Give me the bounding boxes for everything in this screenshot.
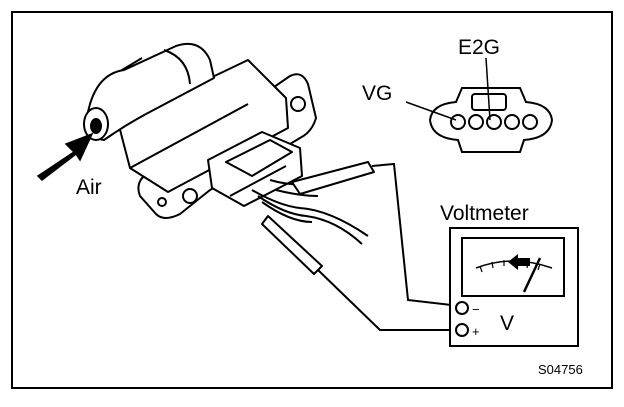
label-vg: VG — [362, 82, 392, 105]
connector-pinout — [428, 87, 554, 153]
arrow-icon — [36, 132, 94, 181]
voltmeter — [449, 227, 579, 347]
wire-harness — [251, 179, 369, 245]
figure-code: S04756 — [538, 362, 583, 377]
airflow-arrow — [36, 132, 94, 181]
pin-5 — [522, 114, 538, 130]
terminal-minus-label: − — [472, 302, 480, 317]
pin-1 — [450, 114, 466, 130]
figure-frame — [11, 11, 613, 389]
label-voltmeter: Voltmeter — [440, 202, 529, 225]
needle-icon — [522, 257, 542, 293]
test-leads — [317, 162, 461, 331]
terminal-plus — [455, 323, 469, 337]
pin-leaders — [405, 57, 491, 121]
label-e2g: E2G — [458, 36, 500, 59]
meter-unit-label: V — [500, 312, 514, 335]
test-probes — [261, 161, 375, 275]
air-flow-meter — [83, 42, 317, 219]
arrow-left-icon — [508, 254, 530, 270]
terminal-plus-label: + — [472, 324, 480, 339]
terminal-minus — [455, 301, 469, 315]
pin-4 — [504, 114, 520, 130]
pin-2 — [468, 114, 484, 130]
label-air: Air — [76, 176, 102, 199]
